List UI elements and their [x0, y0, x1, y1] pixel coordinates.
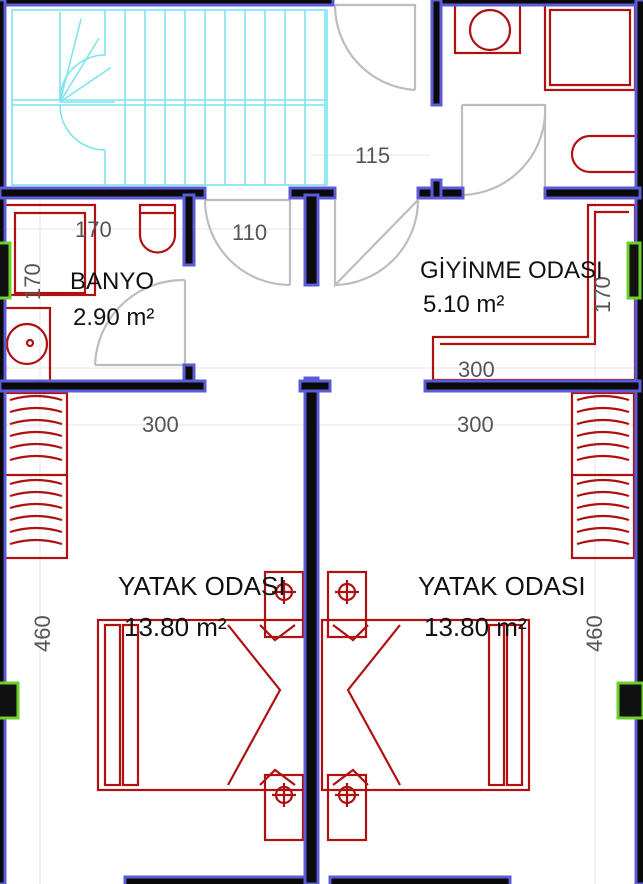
- room-area-bedroom-left: 13.80 m²: [124, 612, 227, 642]
- dim-bed-right-width: 300: [457, 412, 494, 437]
- dim-dressing-width: 300: [458, 357, 495, 382]
- dim-bed-right-depth: 460: [582, 615, 607, 652]
- room-labels: BANYO 2.90 m² GİYİNME ODASI 5.10 m² YATA…: [70, 257, 603, 642]
- dim-banyo-width: 170: [75, 217, 112, 242]
- dim-corridor: 115: [355, 143, 390, 168]
- staircase: [11, 9, 328, 186]
- wardrobes: [3, 391, 636, 560]
- dim-dressing-depth: 170: [590, 276, 615, 313]
- beds: [96, 570, 531, 842]
- dim-bed-left-depth: 460: [30, 615, 55, 652]
- dim-hall-width: 110: [232, 220, 267, 245]
- room-name-banyo: BANYO: [70, 268, 154, 295]
- room-area-banyo: 2.90 m²: [73, 304, 154, 331]
- dim-banyo-depth: 170: [20, 263, 45, 300]
- room-name-dressing: GİYİNME ODASI: [420, 257, 603, 284]
- room-name-bedroom-left: YATAK ODASI: [118, 571, 286, 601]
- dim-bed-left-width: 300: [142, 412, 179, 437]
- doors: [93, 3, 547, 367]
- windows: [0, 241, 643, 720]
- room-area-dressing: 5.10 m²: [423, 291, 504, 318]
- dimension-labels: 115 170 170 110 170 300 300 300 460 460: [20, 143, 615, 652]
- room-area-bedroom-right: 13.80 m²: [424, 612, 527, 642]
- room-name-bedroom-right: YATAK ODASI: [418, 571, 586, 601]
